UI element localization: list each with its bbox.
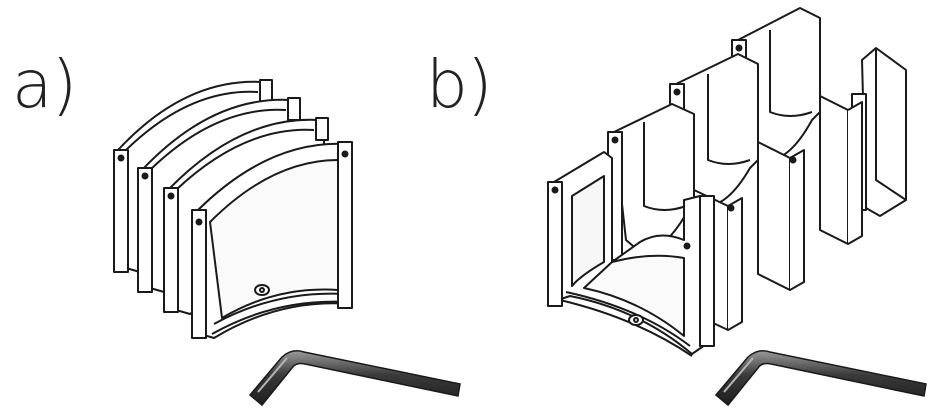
hex-key-icon: [248, 350, 461, 407]
panel-a-label: a): [12, 46, 77, 123]
curved-bracket-icon: [191, 141, 353, 339]
hex-key-icon: [714, 350, 927, 407]
panel-a-brackets: [113, 79, 353, 339]
panel-b-channels: [547, 7, 907, 357]
panel-b-label: b): [426, 46, 493, 123]
u-channel-icon: [547, 151, 715, 357]
